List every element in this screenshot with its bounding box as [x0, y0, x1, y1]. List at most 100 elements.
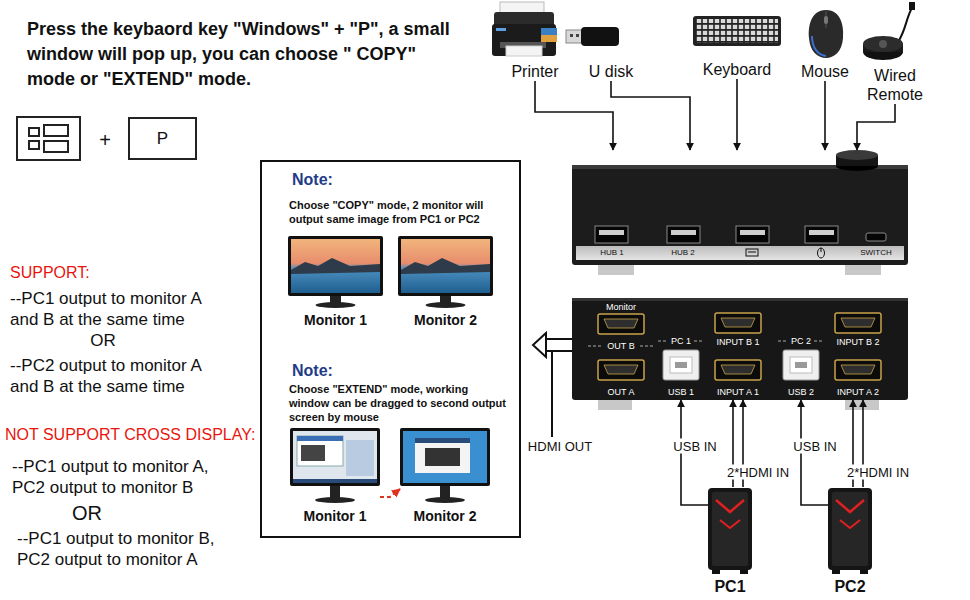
pc-tower-picture — [712, 570, 720, 574]
monitor-picture — [301, 445, 325, 461]
hdmi-out-arrow — [551, 351, 553, 437]
monitor-picture — [400, 428, 490, 486]
cable-line — [857, 104, 895, 150]
monitor-label: Monitor 1 — [290, 508, 380, 525]
port-label: INPUT B 2 — [837, 337, 880, 348]
usb-hub-picture — [599, 230, 624, 235]
drag-arrow — [380, 489, 400, 497]
monitor-picture — [293, 479, 377, 483]
monitor-picture — [415, 438, 470, 473]
kvm-panel-picture — [790, 357, 812, 373]
usb-hub-picture — [572, 150, 908, 275]
windows-key — [17, 117, 80, 160]
usb-hub-picture — [845, 265, 881, 275]
monitor-picture — [400, 428, 490, 503]
windows-key — [29, 128, 39, 136]
connector-label: 2*HDMI IN — [725, 465, 791, 480]
note-panel: Note:Choose "COPY" mode, 2 monitor will … — [260, 160, 521, 538]
usb-disk-device: U disk — [582, 2, 640, 81]
or-word: OR — [90, 331, 116, 351]
usb-hub-picture — [836, 150, 878, 160]
pc-tower-picture — [832, 492, 868, 566]
kvm-panel-picture — [572, 298, 908, 400]
port-label: OUT A — [608, 387, 635, 398]
monitor-picture — [288, 236, 383, 308]
kvm-panel-picture — [572, 298, 908, 301]
cable-connector — [737, 79, 738, 150]
port-label: INPUT A 2 — [837, 387, 879, 398]
support-note: --PC2 output to monitor A and B at the s… — [10, 355, 225, 397]
usb-hub-picture — [866, 233, 886, 241]
kvm-panel-picture — [721, 365, 755, 374]
kvm-panel-picture — [778, 341, 788, 342]
printer-picture — [492, 24, 556, 56]
kvm-panel-picture — [835, 360, 881, 380]
pc-tower-picture — [708, 488, 752, 570]
support-note: --PC1 output to monitor B, PC2 output to… — [17, 528, 232, 570]
mouse-device: Mouse — [800, 2, 850, 81]
monitor: Monitor 2 — [400, 428, 490, 525]
kvm-panel-picture — [814, 341, 824, 342]
pc-tower-picture — [720, 520, 740, 528]
cable-line — [611, 81, 690, 150]
device-label: Wired Remote — [860, 66, 930, 104]
device-label: Keyboard — [690, 60, 784, 79]
mouse-picture — [809, 10, 843, 58]
monitor-picture — [315, 497, 355, 503]
support-note: --PC1 output to monitor A, PC2 output to… — [12, 456, 227, 498]
pc-tower-picture — [708, 488, 752, 574]
monitor-picture — [403, 431, 487, 483]
wired-remote-picture — [863, 2, 915, 60]
port-label: HUB 2 — [671, 248, 695, 258]
printer-picture — [496, 28, 506, 31]
kvm-panel-picture — [604, 319, 638, 328]
usb-hub-picture — [809, 230, 834, 235]
port-label: INPUT B 1 — [717, 337, 760, 348]
usb-hub-picture — [572, 165, 908, 265]
cable-connector — [857, 104, 895, 150]
key-letter: P — [157, 129, 168, 149]
cable-line — [736, 79, 738, 150]
pc-tower: PC2 — [828, 487, 872, 596]
printer-picture — [492, 2, 557, 56]
note-text: Choose "EXTEND" mode, working window can… — [289, 382, 511, 424]
kvm-panel-picture — [604, 365, 638, 374]
monitor-picture — [297, 436, 343, 441]
port-label: SWITCH — [860, 248, 892, 258]
pc-tower-picture — [828, 488, 872, 570]
monitor-label: Monitor 2 — [400, 508, 490, 525]
usb-hub-picture — [740, 230, 765, 235]
monitor-picture — [290, 428, 380, 486]
usb-hub-picture — [821, 248, 822, 252]
kvm-panel-picture — [835, 313, 881, 333]
port-label: USB 2 — [788, 387, 814, 398]
kvm-panel-picture — [795, 362, 807, 368]
monitor-picture — [425, 497, 465, 503]
wired-remote-device: Wired Remote — [860, 2, 930, 104]
printer-device: Printer — [490, 2, 580, 81]
usb-disk-picture — [581, 27, 619, 46]
kvm-panel-picture — [598, 313, 881, 380]
hdmi-out-arrow — [546, 338, 572, 340]
hdmi-out-arrow — [533, 333, 546, 357]
port-caption: HDMI OUT — [528, 439, 592, 455]
kvm-panel-picture — [721, 318, 755, 327]
usb-hub-picture — [746, 249, 758, 256]
usb-disk-picture — [576, 34, 579, 37]
device-label: Printer — [490, 62, 580, 81]
kvm-panel-picture — [640, 346, 654, 347]
kvm-panel-picture — [694, 341, 704, 342]
device-label: U disk — [582, 62, 640, 81]
monitor-picture — [330, 486, 340, 498]
monitor-label: Monitor 2 — [398, 312, 493, 329]
wired-remote-picture — [909, 2, 915, 10]
cable-connector — [611, 81, 690, 150]
usb-hub-picture — [595, 226, 628, 243]
usb-hub-box: HUB 1HUB 2SWITCH — [572, 150, 908, 275]
kvm-panel-picture — [604, 318, 875, 374]
windows-key — [17, 117, 80, 160]
monitor: Monitor 1 — [290, 428, 380, 525]
monitor: Monitor 2 — [398, 236, 493, 329]
usb-hub-picture — [736, 226, 769, 243]
